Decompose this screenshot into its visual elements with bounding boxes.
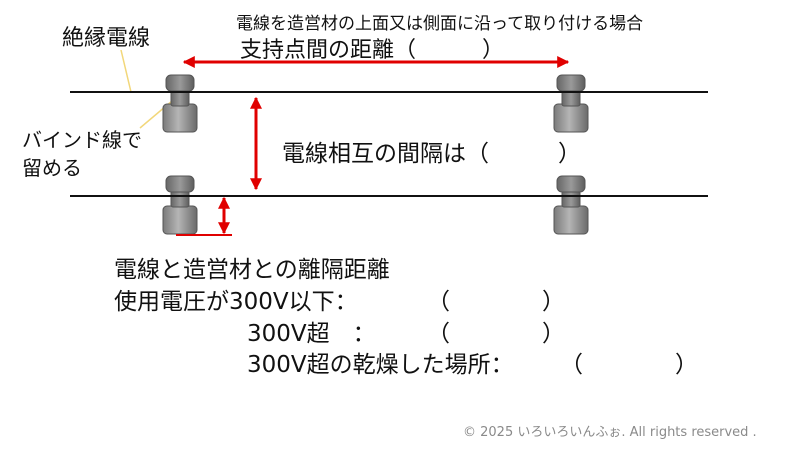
insulator-bottom-right	[553, 175, 589, 235]
row3-label: 300V超の乾燥した場所：	[247, 352, 514, 378]
row2-blank: （ ）	[427, 321, 565, 347]
copyright-footer: © 2025 いろいろいんふぉ. All rights reserved .	[463, 425, 757, 440]
separation-title: 電線と造営材との離隔距離	[114, 257, 390, 283]
wire-gap-label: 電線相互の間隔は（ ）	[282, 141, 581, 167]
insulator-bottom-left	[162, 175, 198, 235]
insulator-top-left	[162, 74, 198, 133]
bind-wire-label-line1: バインド線で	[22, 128, 142, 152]
insulated-wire-label: 絶縁電線	[62, 26, 151, 51]
insulator-top-right	[553, 74, 589, 133]
row3-blank: （ ）	[560, 352, 698, 378]
row2-label: 300V超 ：	[247, 321, 376, 347]
row1-label: 使用電圧が300V以下：	[114, 289, 358, 315]
bind-wire-label-line2: 留める	[22, 156, 82, 180]
top-condition-label: 電線を造営材の上面又は側面に沿って取り付ける場合	[236, 14, 644, 34]
insulated-wire-leader	[120, 49, 132, 93]
support-span-label: 支持点間の距離（ ）	[240, 38, 505, 63]
row1-blank: （ ）	[427, 289, 565, 315]
